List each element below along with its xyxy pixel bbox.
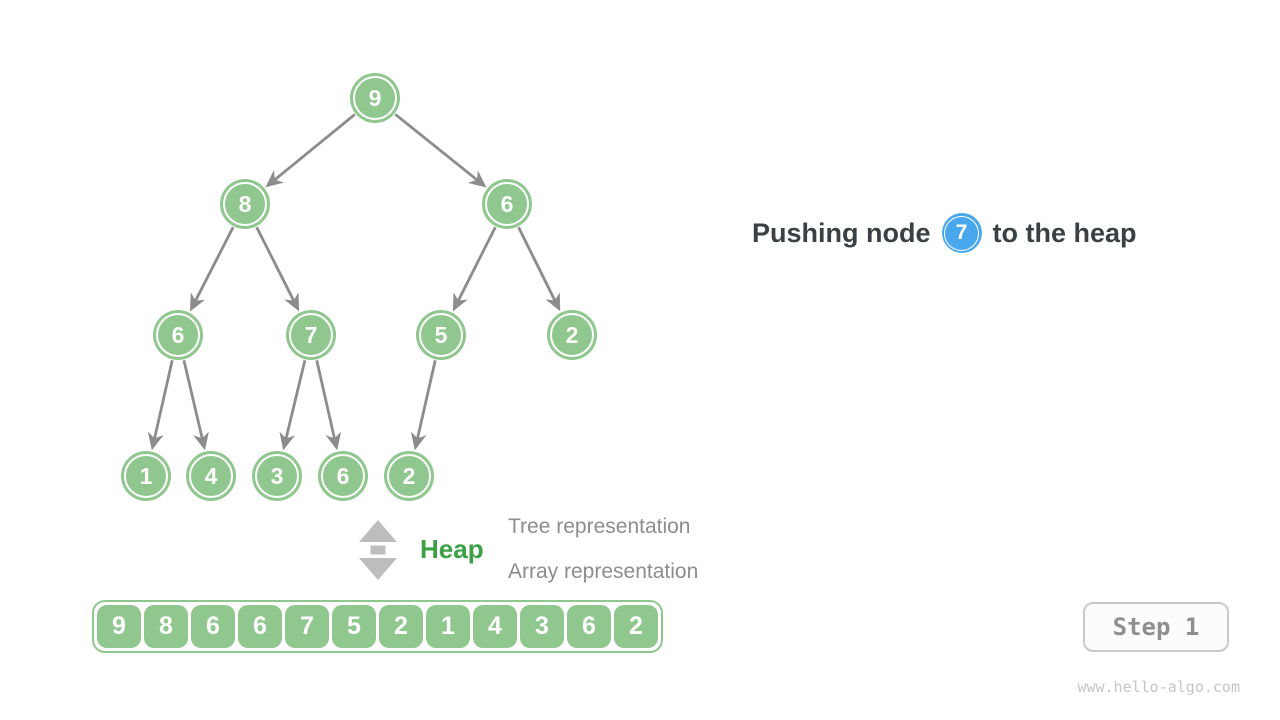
- highlighted-node-value: 7: [955, 221, 968, 244]
- tree-representation-label: Tree representation: [508, 515, 691, 538]
- array-cell: 2: [614, 605, 658, 648]
- array-representation-label: Array representation: [508, 560, 699, 583]
- array-cell: 6: [238, 605, 282, 648]
- tree-node: 4: [186, 451, 236, 501]
- tree-edge: [265, 113, 356, 188]
- tree-node: 3: [252, 451, 302, 501]
- heap-label: Heap: [420, 534, 484, 564]
- caption-prefix: Pushing node: [752, 217, 931, 248]
- array-cell: 3: [520, 605, 564, 648]
- tree-edge: [182, 359, 209, 451]
- step-caption: Pushing node 7 to the heap: [752, 210, 1137, 256]
- array-cell: 6: [191, 605, 235, 648]
- watermark: www.hello-algo.com: [1077, 678, 1240, 696]
- tree-edge: [279, 359, 307, 451]
- highlighted-node: 7: [941, 213, 982, 253]
- array-cell: 9: [97, 605, 141, 648]
- tree-edge: [147, 360, 174, 451]
- tree-node: 7: [286, 310, 336, 360]
- tree-node: 8: [220, 179, 270, 229]
- tree-edge: [255, 226, 300, 312]
- tree-edge: [190, 226, 235, 312]
- array-cell: 4: [473, 605, 517, 648]
- tree-node: 2: [384, 451, 434, 501]
- array-cell: 8: [144, 605, 188, 648]
- tree-edge: [452, 226, 497, 312]
- tree-edge: [410, 360, 437, 451]
- tree-edge: [394, 113, 487, 188]
- tree-node: 9: [350, 73, 400, 123]
- tree-node: 6: [482, 179, 532, 229]
- array-cell: 2: [379, 605, 423, 648]
- tree-node: 2: [547, 310, 597, 360]
- tree-edge: [315, 360, 342, 451]
- array-cell: 7: [285, 605, 329, 648]
- tree-edge: [517, 226, 561, 312]
- array-cell: 1: [426, 605, 470, 648]
- step-badge: Step 1: [1083, 602, 1229, 652]
- tree-node: 6: [318, 451, 368, 501]
- array-cell: 5: [332, 605, 376, 648]
- caption-suffix: to the heap: [992, 217, 1137, 248]
- array-cell: 6: [567, 605, 611, 648]
- tree-node: 5: [416, 310, 466, 360]
- tree-node: 6: [153, 310, 203, 360]
- tree-node: 1: [121, 451, 171, 501]
- updown-arrow-icon: [359, 520, 397, 580]
